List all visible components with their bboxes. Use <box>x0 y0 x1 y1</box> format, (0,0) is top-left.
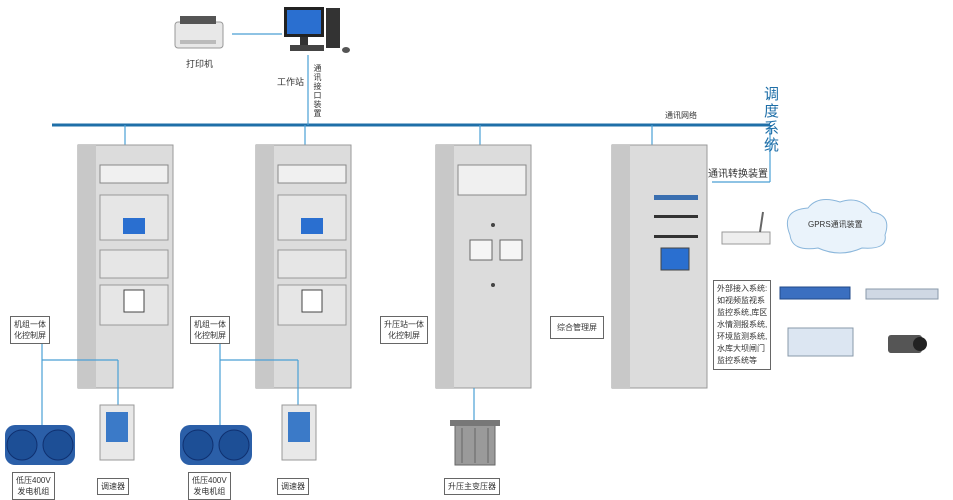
cabinet-2-label: 机组一体 化控制屏 <box>190 316 230 344</box>
workstation-label: 工作站 <box>277 77 305 87</box>
cabinet-1-label: 机组一体 化控制屏 <box>10 316 50 344</box>
comm-interface-label: 通讯接口装置 <box>313 64 322 118</box>
governor-1-icon <box>99 404 135 461</box>
generator-2-icon <box>180 425 252 465</box>
server-1-icon <box>779 286 851 300</box>
gprs-label: GPRS通讯装置 <box>808 220 863 229</box>
comm-converter-label: 通讯转换装置 <box>708 169 768 180</box>
governor-2-icon <box>281 404 317 461</box>
cabinet-3 <box>435 144 532 389</box>
cabinet-4-label: 综合管理屏 <box>550 316 604 339</box>
transformer-label: 升压主变压器 <box>444 478 500 495</box>
cabinet-4 <box>611 144 708 389</box>
monitor-device-icon <box>787 327 854 357</box>
server-2-icon <box>865 288 939 300</box>
cloud-icon <box>786 199 888 254</box>
governor-2-label: 调速器 <box>277 478 309 495</box>
cabinet-2 <box>255 144 352 389</box>
workstation-icon <box>284 7 350 53</box>
governor-1-label: 调速器 <box>97 478 129 495</box>
generator-1-label: 低压400V 发电机组 <box>12 472 55 500</box>
printer-label: 打印机 <box>186 59 214 69</box>
cabinet-3-label: 升压站一体 化控制屏 <box>380 316 428 344</box>
printer-icon <box>174 16 224 49</box>
generator-2-label: 低压400V 发电机组 <box>188 472 231 500</box>
transformer-icon <box>450 420 500 466</box>
router-icon <box>721 211 771 245</box>
generator-1-icon <box>5 425 75 465</box>
dispatch-label: 调度系统 <box>762 86 779 154</box>
comm-network-label: 通讯网络 <box>665 111 697 120</box>
camera-icon <box>888 335 927 353</box>
external-systems-label: 外部接入系统: 如视频监视系 监控系统,库区 水情测报系统, 环境监测系统, 水… <box>713 280 772 370</box>
cabinet-1 <box>77 144 174 389</box>
